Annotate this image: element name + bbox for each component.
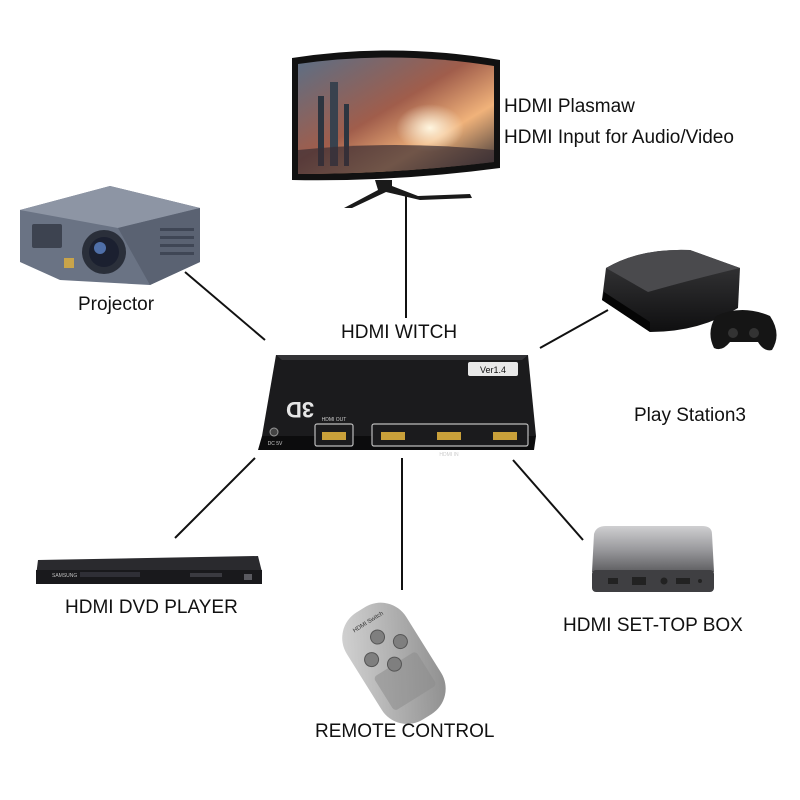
- dc-label: DC 5V: [268, 441, 283, 447]
- hub-label: HDMI WITCH: [341, 322, 458, 343]
- hdmi-out-label: HDMI OUT: [322, 417, 347, 423]
- version-text: Ver1.4: [480, 365, 506, 375]
- dvd-brand: SAMSUNG: [52, 573, 77, 579]
- dc-jack: [269, 427, 279, 437]
- dvd-player: SAMSUNG: [36, 556, 262, 584]
- line-to-dvd: [174, 457, 256, 539]
- playstation-console: [602, 249, 740, 332]
- remote-label: REMOTE CONTROL: [315, 721, 495, 742]
- projector-label: Projector: [78, 294, 155, 315]
- version-plate: [468, 362, 518, 376]
- settop-label: HDMI SET-TOP BOX: [563, 615, 743, 636]
- projector: [20, 186, 200, 285]
- line-to-projector: [184, 271, 266, 341]
- settop-box: [592, 526, 714, 592]
- hdmi-in-label: HDMI IN: [439, 452, 459, 458]
- monitor-label-line1: HDMI Plasmaw: [504, 96, 635, 117]
- line-to-settop: [512, 459, 584, 541]
- curved-monitor: [292, 50, 500, 208]
- hub-3d-badge: 3D: [286, 397, 314, 422]
- game-controller: [710, 310, 777, 351]
- playstation-label: Play Station3: [634, 405, 746, 426]
- line-to-playstation: [539, 309, 609, 349]
- dvd-label: HDMI DVD PLAYER: [65, 597, 238, 618]
- remote-control: HDMI Switch: [342, 602, 446, 724]
- hdmi-switch: Ver1.4 3D HDMI OUT HDMI IN DC 5V: [258, 355, 536, 458]
- connector-lines: [174, 196, 609, 590]
- monitor-label-line2: HDMI Input for Audio/Video: [504, 127, 734, 148]
